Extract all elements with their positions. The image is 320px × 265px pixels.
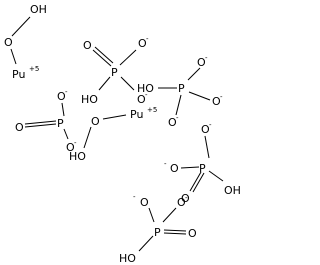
charge-p5-o-top: - xyxy=(133,193,136,201)
bond-p1-ho xyxy=(98,76,111,91)
bond-p5-o-right xyxy=(162,207,177,223)
charge-p2-o-top: - xyxy=(205,54,208,62)
charge-pu-2: +5 xyxy=(147,106,157,114)
bond-p3-o-eq-a xyxy=(24,120,57,125)
bond-p4-o-bottom-b xyxy=(192,172,205,193)
atom-p4-o-left: O xyxy=(170,162,179,175)
atom-p1-o-top: O xyxy=(138,37,147,50)
bond-p1-o-eq-b xyxy=(94,46,114,64)
bond-p3-o-eq-b xyxy=(24,123,57,128)
charge-p3-o-top: - xyxy=(65,88,68,96)
atom-pu-1: Pu xyxy=(12,68,25,81)
hydroperoxy-group-1: OH O xyxy=(4,3,47,65)
bond-p5-o-eq-b xyxy=(163,232,187,235)
charge-p1-o-top: - xyxy=(146,35,149,43)
atom-p3-p: P xyxy=(57,117,64,130)
atom-pu-2: Pu xyxy=(130,108,143,121)
charge-p4-o-top: - xyxy=(209,121,212,129)
atom-p2-ho: HO xyxy=(137,82,154,95)
bond-p1-o-eq-a xyxy=(92,49,112,67)
bond-p5-o-top xyxy=(148,207,155,223)
charge-p1-o-right: - xyxy=(145,91,148,99)
bond-p5-ho xyxy=(138,235,154,252)
bond-o-pu-1 xyxy=(10,48,17,65)
phosphate-group-5: O - O - P O HO xyxy=(119,193,197,265)
bond-p2-o-top xyxy=(187,67,201,81)
bond-p1-o-top xyxy=(119,49,137,66)
atom-o-2: O xyxy=(91,115,100,128)
charge-p2-o-bottom: - xyxy=(176,114,179,122)
atom-ho-2: HO xyxy=(69,150,86,163)
atom-p5-o-eq: O xyxy=(188,227,197,240)
bond-p2-o-right xyxy=(188,91,211,101)
atom-p3-o-top: O xyxy=(57,90,66,103)
atom-p3-o-bottom: O xyxy=(66,141,75,154)
atom-p5-p: P xyxy=(154,226,161,239)
bond-p4-o-top xyxy=(204,135,210,159)
phosphate-group-4: O - O - P OH O xyxy=(164,121,241,205)
atom-p2-o-top: O xyxy=(197,56,206,69)
bond-p5-o-eq-a xyxy=(163,229,187,232)
phosphate-group-3: O - O P O - xyxy=(15,88,77,154)
charge-p2-o-right: - xyxy=(220,93,223,101)
atom-o-1: O xyxy=(4,36,13,49)
atom-p1-p: P xyxy=(111,66,118,79)
atom-p5-ho: HO xyxy=(119,252,136,265)
atom-p4-o-bottom: O xyxy=(181,192,190,205)
hydroperoxy-group-2: O HO xyxy=(69,114,127,163)
atom-p2-p: P xyxy=(178,82,185,95)
atom-p1-ho: HO xyxy=(81,93,98,106)
atom-p4-p: P xyxy=(199,162,206,175)
phosphate-group-1: O - O P O - HO xyxy=(81,35,149,106)
plutonium-2: Pu +5 xyxy=(130,106,157,121)
bond-o-pu-2 xyxy=(102,114,127,120)
bond-o-ho-2 xyxy=(83,126,92,149)
atom-p1-o-eq: O xyxy=(83,39,92,52)
atom-p5-o-top: O xyxy=(140,196,149,209)
charge-p4-o-left: - xyxy=(164,160,167,168)
atom-p2-o-right: O xyxy=(212,95,221,108)
bond-p4-o-bottom-a xyxy=(189,171,202,192)
atom-p5-o-right: O xyxy=(177,196,186,209)
atom-oh-1: OH xyxy=(30,3,47,16)
atom-p4-oh: OH xyxy=(224,184,241,197)
bond-p4-oh xyxy=(208,170,224,182)
charge-pu-1: +5 xyxy=(29,65,39,73)
atom-p3-o-eq: O xyxy=(15,121,24,134)
phosphate-group-2: HO P O - O - O - xyxy=(137,54,223,129)
bond-o-oh-1 xyxy=(11,16,31,37)
bond-p3-o-bottom xyxy=(63,128,69,140)
atom-p1-o-right: O xyxy=(137,93,146,106)
plutonium-1: Pu +5 xyxy=(12,65,39,81)
charge-p5-o-right: - xyxy=(185,194,188,202)
bond-p2-o-bottom xyxy=(175,94,182,116)
structure-diagram: OH O Pu +5 O - O P O - HO HO P O - O - O… xyxy=(4,3,241,265)
bond-p3-o-top xyxy=(61,102,65,117)
charge-p3-o-bottom: - xyxy=(74,139,77,147)
bond-p1-o-right xyxy=(120,76,135,91)
atom-p2-o-bottom: O xyxy=(168,116,177,129)
atom-p4-o-top: O xyxy=(201,123,210,136)
bond-p4-o-left xyxy=(180,166,200,169)
